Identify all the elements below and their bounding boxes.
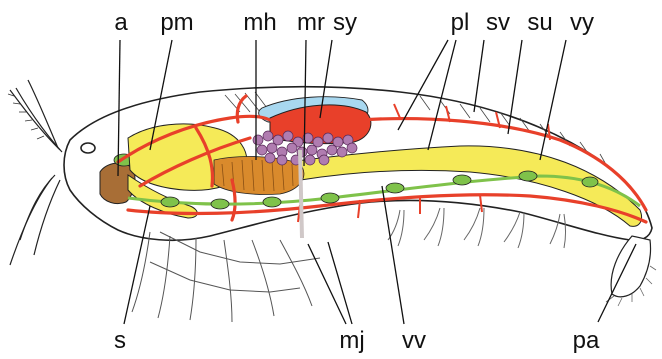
eye — [81, 143, 95, 153]
label-s: s — [114, 327, 126, 354]
hepatopancreas — [214, 157, 304, 195]
label-sy: sy — [333, 9, 357, 36]
label-vv: vv — [402, 327, 426, 354]
label-a: a — [114, 9, 128, 36]
label-vy: vy — [570, 9, 594, 36]
antennae — [10, 80, 62, 265]
sternal-artery — [300, 150, 302, 238]
label-su: su — [527, 9, 552, 36]
label-pl: pl — [451, 9, 470, 36]
antenna-hairs — [8, 94, 44, 139]
label-sv: sv — [486, 9, 510, 36]
label-pm: pm — [160, 9, 193, 36]
tail-fan — [611, 236, 650, 297]
thoracic-legs — [132, 232, 320, 322]
label-mj: mj — [339, 327, 364, 354]
label-mr: mr — [297, 9, 325, 36]
label-pa: pa — [573, 327, 600, 354]
label-mh: mh — [243, 9, 276, 36]
